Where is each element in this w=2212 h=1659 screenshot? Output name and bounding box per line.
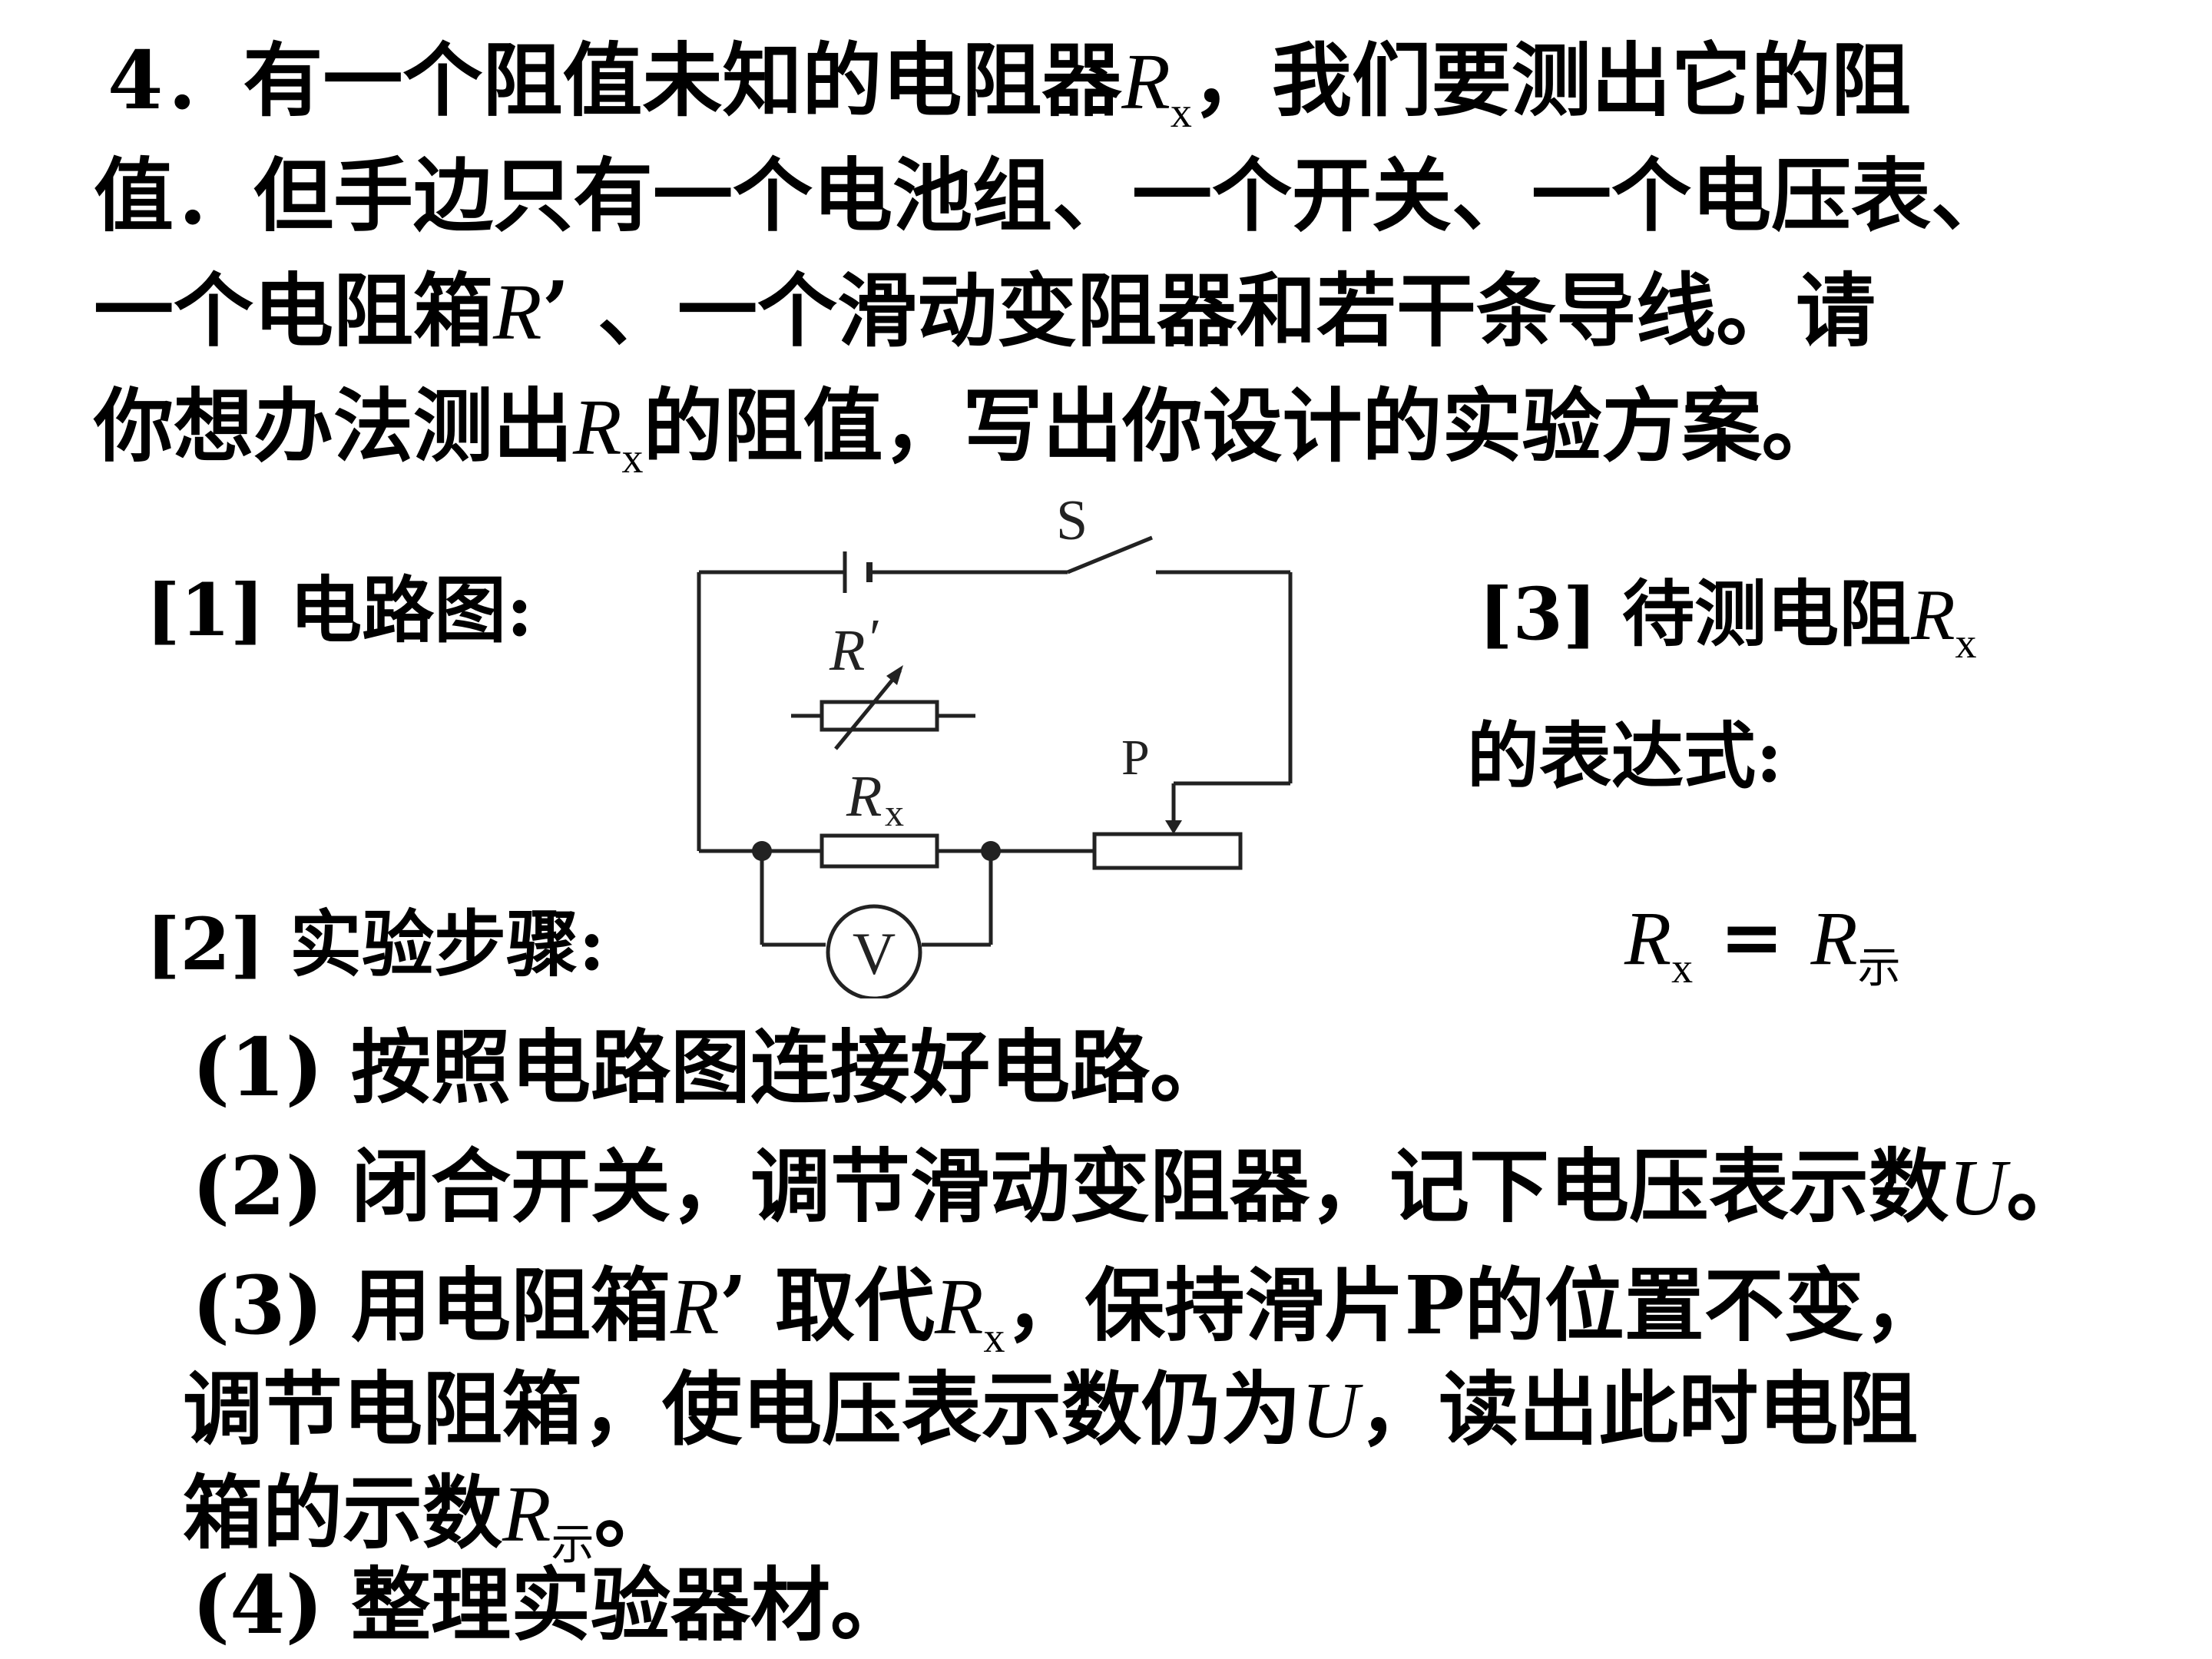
formula-equals: = — [1719, 892, 1784, 982]
problem-line-2: 值．但手边只有一个电池组、一个开关、一个电压表、 — [94, 146, 2011, 246]
switch-label: S — [1056, 492, 1088, 552]
problem-line-1: 4．有一个阻值未知的电阻器Rx，我们要测出它的阻 — [108, 31, 1911, 134]
problem-text: ，我们要测出它的阻 — [1191, 33, 1911, 127]
problem-text: 一个电阻箱 — [94, 263, 494, 358]
step-3-reading: 箱的示数R示。 — [183, 1463, 674, 1567]
resistor-subscript: x — [983, 1314, 1005, 1362]
step-1: (1) 按照电路图连接好电路。 — [192, 1020, 1230, 1114]
step-2: (2) 闭合开关，调节滑动变阻器，记下电压表示数U。 — [192, 1137, 2086, 1238]
expression-label-line-1: [3] 待测电阻Rx — [1479, 568, 1977, 665]
resistance-box-symbol: R — [671, 1263, 720, 1351]
resistor-subscript: x — [1170, 89, 1192, 137]
problem-line-4: 你想办法测出Rx的阻值，写出你设计的实验方案。 — [94, 376, 1842, 480]
unknown-resistor — [820, 833, 939, 869]
step-3-continued: 调节电阻箱，使电压表示数仍为U，读出此时电阻 — [183, 1359, 1918, 1461]
resistor-box-symbol: R — [493, 268, 542, 356]
resistor-subscript: x — [621, 435, 644, 482]
expression-label-text: [3] 待测电阻 — [1479, 572, 1912, 657]
step-text: 。 — [594, 1465, 674, 1560]
step-4: (4) 整理实验器材。 — [192, 1558, 910, 1652]
step-3: (3) 用电阻箱R’ 取代Rx，保持滑片P的位置不变， — [192, 1256, 1944, 1359]
experiment-steps-label: [2] 实验步骤: — [146, 902, 605, 987]
step-text: (2) 闭合开关，调节滑动变阻器，记下电压表示数 — [192, 1139, 1949, 1233]
circuit-diagram-label: [1] 电路图: — [146, 568, 533, 653]
expression-label-line-2: 的表达式: — [1467, 714, 1783, 799]
junction-dot — [981, 841, 1001, 861]
resistance-box — [820, 700, 939, 732]
circuit-diagram: S R ′ R x P V — [697, 492, 1293, 998]
formula-lhs-subscript: x — [1671, 945, 1694, 992]
slider-label: P — [1121, 730, 1150, 786]
variable-arrow-head — [886, 665, 903, 685]
result-formula: Rx = R示 — [1624, 891, 1901, 990]
resistance-box-mark: ′ — [869, 609, 881, 668]
formula-lhs: R — [1624, 896, 1672, 981]
resistor-symbol: R — [934, 1263, 984, 1351]
problem-text: 4．有一个阻值未知的电阻器 — [108, 33, 1122, 127]
problem-text: ’ 、一个滑动变阻器和若干条导线。请 — [541, 263, 1876, 358]
formula-rhs-subscript: 示 — [1857, 945, 1901, 992]
voltage-symbol: U — [1949, 1144, 2007, 1232]
switch-blade — [1067, 535, 1153, 575]
problem-text: 值．但手边只有一个电池组、一个开关、一个电压表、 — [94, 148, 2012, 243]
formula-rhs: R — [1810, 896, 1858, 981]
problem-text: 的阻值，写出你设计的实验方案。 — [643, 379, 1842, 473]
step-text: 箱的示数 — [183, 1465, 503, 1560]
voltmeter — [826, 904, 922, 998]
variable-arrow — [834, 669, 902, 750]
voltmeter-label: V — [853, 920, 896, 987]
resistor-symbol: R — [573, 383, 622, 472]
resistor-symbol: R — [1911, 575, 1955, 655]
slider-arrow-head — [1165, 820, 1182, 834]
unknown-resistor-label: R — [846, 764, 882, 829]
junction-dot — [752, 841, 772, 861]
problem-text: 你想办法测出 — [94, 379, 574, 473]
step-text: ，保持滑片P的位置不变， — [1005, 1258, 1944, 1353]
slide-rheostat — [1092, 832, 1243, 870]
resistor-subscript: x — [1955, 620, 1977, 667]
step-text: ’ 取代 — [719, 1258, 935, 1353]
unknown-resistor-subscript: x — [885, 791, 904, 834]
step-text: (3) 用电阻箱 — [192, 1258, 671, 1353]
step-text: 。 — [2006, 1139, 2087, 1233]
step-text: ，读出此时电阻 — [1359, 1362, 1919, 1456]
voltage-symbol: U — [1301, 1366, 1359, 1455]
reading-subscript: 示 — [551, 1522, 594, 1569]
problem-line-3: 一个电阻箱R’ 、一个滑动变阻器和若干条导线。请 — [94, 261, 1876, 363]
resistor-symbol: R — [1121, 38, 1171, 126]
step-text: 调节电阻箱，使电压表示数仍为 — [183, 1362, 1302, 1456]
resistance-box-label: R — [829, 618, 865, 683]
reading-symbol: R — [502, 1470, 551, 1558]
